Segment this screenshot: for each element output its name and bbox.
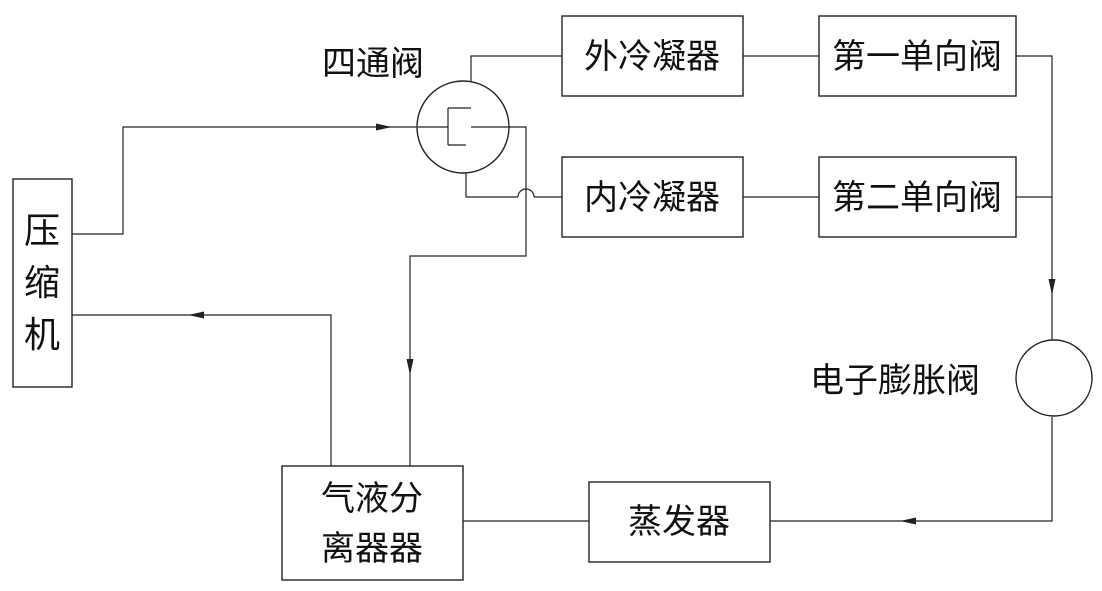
second-check-valve-box	[818, 156, 1017, 238]
expansion-valve-label: 电子膨胀阀	[810, 361, 980, 401]
separator-box	[281, 465, 464, 581]
compressor-box	[12, 178, 73, 388]
expansion-valve-circle	[1015, 339, 1093, 417]
wire-compressor-to-valve	[72, 126, 418, 235]
four-way-valve	[416, 80, 510, 174]
inner-condenser-label: 内冷凝器	[584, 178, 720, 218]
arrow-to-expansion-valve	[1048, 279, 1056, 295]
wire-valve-to-separator	[409, 126, 527, 466]
outer-condenser-label: 外冷凝器	[584, 37, 720, 77]
four-way-valve-label: 四通阀	[322, 44, 424, 84]
compressor-label-3: 机	[24, 315, 60, 356]
outer-condenser-box	[561, 15, 744, 97]
first-check-valve-label: 第一单向阀	[832, 37, 1002, 77]
arrow-to-separator	[406, 359, 414, 375]
separator-label-2: 离器器	[321, 529, 423, 569]
second-check-valve-label: 第二单向阀	[832, 178, 1002, 218]
first-check-valve-box	[818, 15, 1017, 97]
arrow-to-valve	[376, 123, 392, 131]
wire-expansion-to-evaporator	[770, 417, 1053, 522]
arrow-to-evaporator	[900, 517, 916, 525]
wire-first-check-out	[1016, 55, 1053, 340]
compressor-label-2: 缩	[24, 263, 60, 304]
evaporator-label: 蒸发器	[628, 502, 730, 542]
separator-label-1: 气液分	[321, 479, 423, 519]
compressor-label-1: 压	[24, 211, 60, 252]
wire-separator-to-compressor	[72, 314, 332, 466]
evaporator-box	[588, 481, 771, 563]
inner-condenser-box	[561, 156, 744, 238]
arrow-to-compressor	[188, 311, 204, 319]
